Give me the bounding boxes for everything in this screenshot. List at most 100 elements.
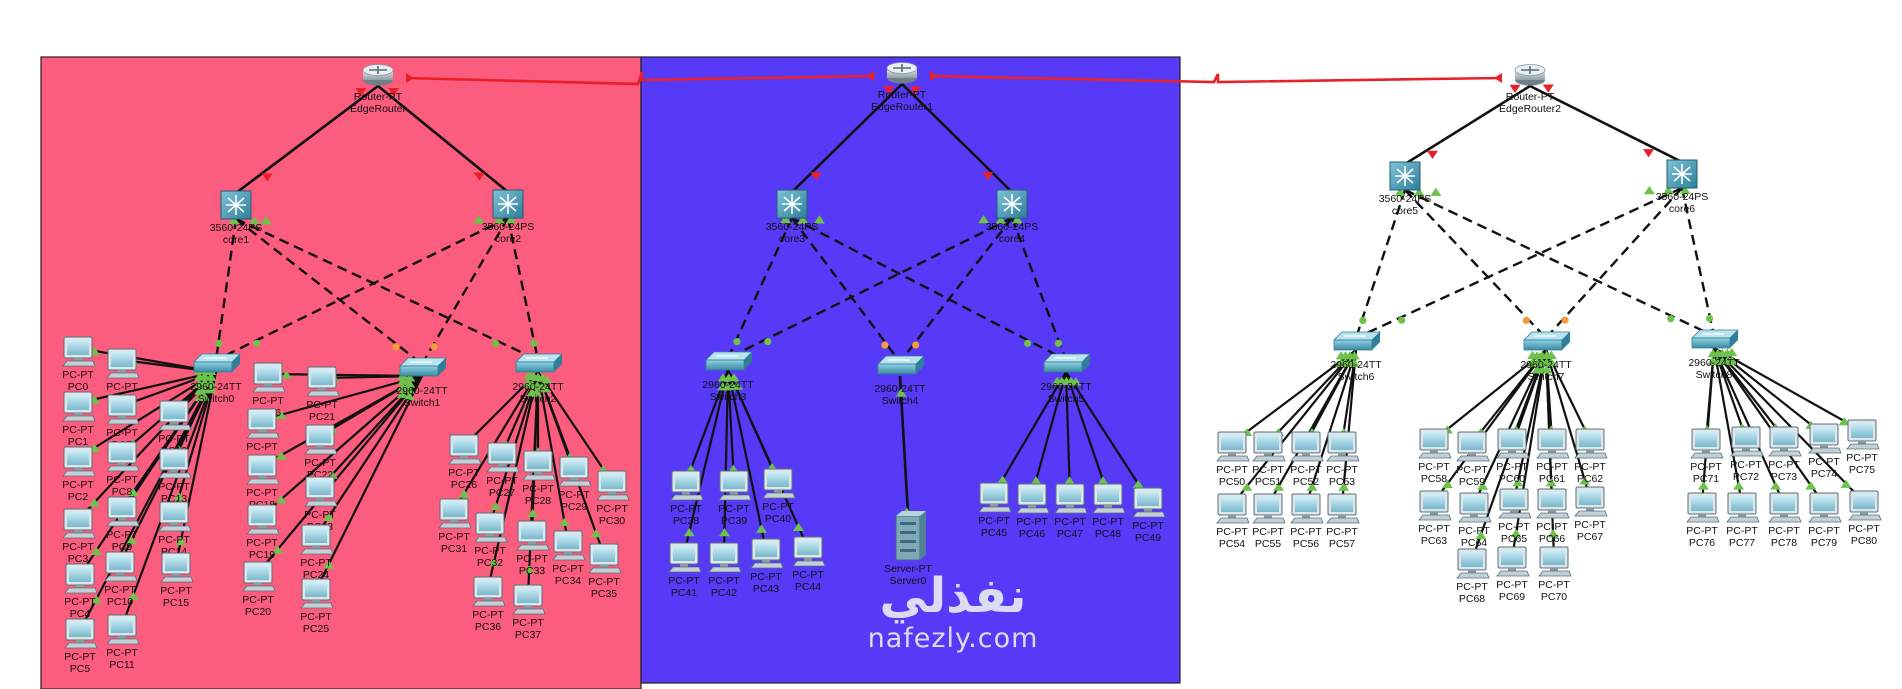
- pc-icon[interactable]: PC-PTPC18: [246, 454, 280, 511]
- access-switch-model-label: 2960-24TT: [1040, 381, 1092, 393]
- link-status-marker: [90, 546, 102, 555]
- pc-model-label: PC-PT: [1574, 461, 1606, 473]
- pc-icon[interactable]: PC-PTPC23: [304, 476, 338, 533]
- link-status-marker: [1441, 479, 1453, 489]
